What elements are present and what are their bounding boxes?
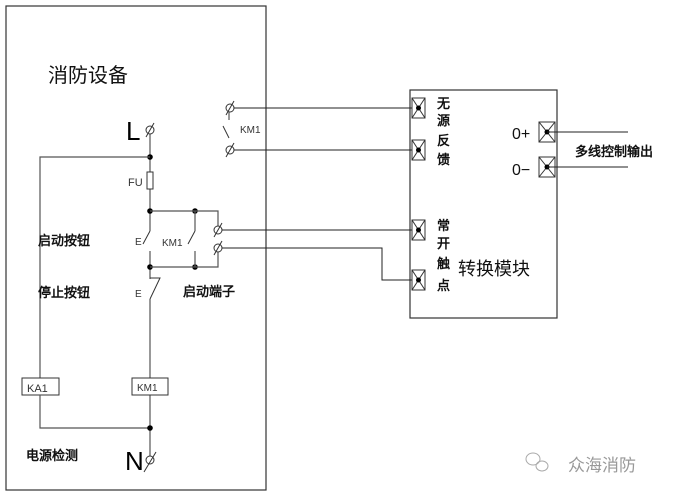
feedback-label-char: 源	[437, 113, 450, 129]
no-contact-label-char: 触	[436, 256, 450, 272]
feedback-contact-label: KM1	[240, 125, 261, 136]
feedback-label-char: 馈	[437, 152, 450, 168]
output-label: 多线控制输出	[575, 144, 653, 160]
feedback-label-char: 反	[437, 133, 450, 149]
start-terminal-2-icon	[213, 240, 223, 256]
start-terminal-wire-top	[150, 210, 219, 230]
module-terminal-icon	[411, 97, 426, 119]
feedback-terminal-2-icon	[225, 142, 235, 158]
module-box	[409, 89, 558, 319]
terminal-l-label: L	[126, 116, 140, 146]
start-terminal-wire-bottom	[150, 250, 219, 268]
switch-gap	[148, 231, 152, 251]
feedback-contact-icon	[222, 125, 230, 139]
start-button-label: 启动按钮	[38, 233, 90, 249]
feedback-terminal-1-icon	[225, 100, 235, 116]
feedback-label-char: 无	[436, 97, 450, 112]
no-contact-wire-2	[222, 247, 418, 281]
module-terminal-icon	[411, 219, 426, 241]
output-plus-label: 0+	[512, 126, 530, 143]
ka1-branch-wire	[39, 156, 150, 378]
equipment-title: 消防设备	[48, 63, 128, 87]
start-button-marker: E	[135, 237, 142, 248]
no-contact-label-char: 常	[437, 218, 450, 234]
km1-relay-box	[131, 377, 169, 396]
wechat-icon	[525, 452, 549, 472]
switch-gap	[193, 231, 197, 251]
km1-contact-icon	[187, 230, 196, 245]
terminal-n-icon	[143, 451, 157, 473]
terminal-l-icon	[145, 122, 155, 138]
fuse-icon	[146, 171, 154, 190]
km1-relay-label: KM1	[137, 383, 158, 394]
stop-button-label: 停止按钮	[38, 285, 90, 301]
ka1-relay-label: KA1	[27, 383, 48, 395]
switch-gap	[148, 279, 152, 299]
ka1-return-wire	[39, 395, 150, 429]
terminal-n-label: N	[125, 446, 144, 476]
module-terminal-icon	[411, 139, 426, 161]
module-title: 转换模块	[458, 259, 530, 280]
fuse-label: FU	[128, 177, 143, 189]
power-detect-label: 电源检测	[26, 448, 78, 464]
no-contact-label-char: 点	[437, 278, 450, 294]
watermark-text: 众海消防	[568, 456, 636, 476]
start-terminal-label: 启动端子	[183, 284, 235, 300]
stop-button-marker: E	[135, 289, 142, 300]
start-button-icon	[142, 230, 151, 245]
no-contact-label-char: 开	[437, 237, 450, 252]
stop-button-icon	[149, 277, 161, 300]
km1-contact-label: KM1	[162, 238, 183, 249]
module-terminal-icon	[411, 269, 426, 291]
junction-dot	[147, 425, 153, 431]
output-minus-label: 0−	[512, 162, 530, 179]
